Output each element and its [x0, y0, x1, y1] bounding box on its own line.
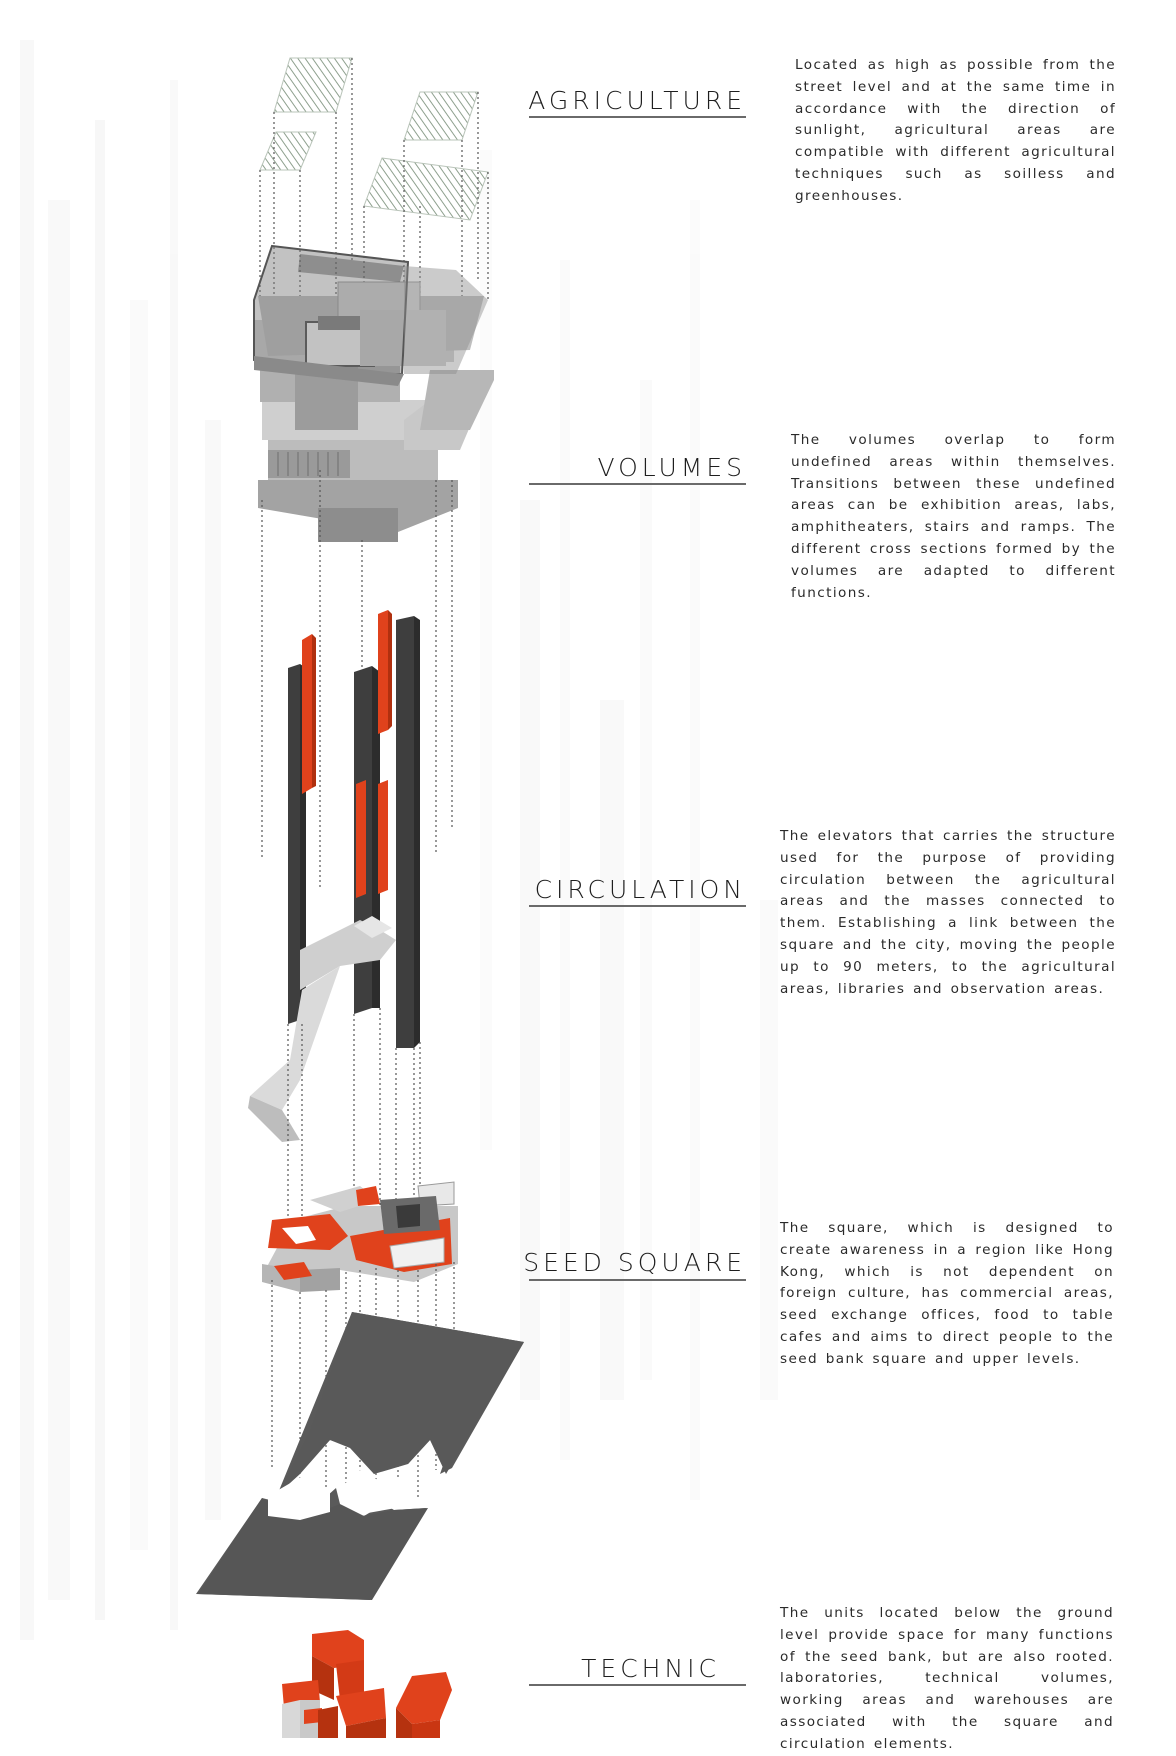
- section-text-seed-square: The square, which is designed to create …: [780, 1220, 1114, 1367]
- section-text-agriculture: Located as high as possible from the str…: [795, 57, 1116, 204]
- section-title-technic: TECHNIC: [581, 1654, 720, 1683]
- technic-layer: [282, 1630, 452, 1738]
- ground-plane: [196, 1312, 524, 1600]
- section-title-seed-square: SEED SQUARE: [523, 1248, 746, 1277]
- volumes-layer: [253, 244, 494, 920]
- circulation-layer: [248, 610, 421, 1240]
- section-title-volumes: VOLUMES: [597, 453, 746, 482]
- section-rule-technic: [529, 1684, 746, 1686]
- section-rule-circulation: [529, 905, 746, 907]
- section-text-technic: The units located below the ground level…: [780, 1605, 1114, 1752]
- section-rule-volumes: [529, 483, 746, 485]
- section-title-circulation: CIRCULATION: [534, 875, 746, 904]
- section-rule-seed-square: [529, 1279, 746, 1281]
- section-text-volumes: The volumes overlap to form undefined ar…: [791, 432, 1116, 601]
- section-text-circulation: The elevators that carries the structure…: [780, 828, 1116, 997]
- seed-square-layer: [262, 1181, 458, 1520]
- agriculture-layer: [259, 57, 489, 350]
- section-title-agriculture: AGRICULTURE: [528, 86, 746, 115]
- section-rule-agriculture: [529, 116, 746, 118]
